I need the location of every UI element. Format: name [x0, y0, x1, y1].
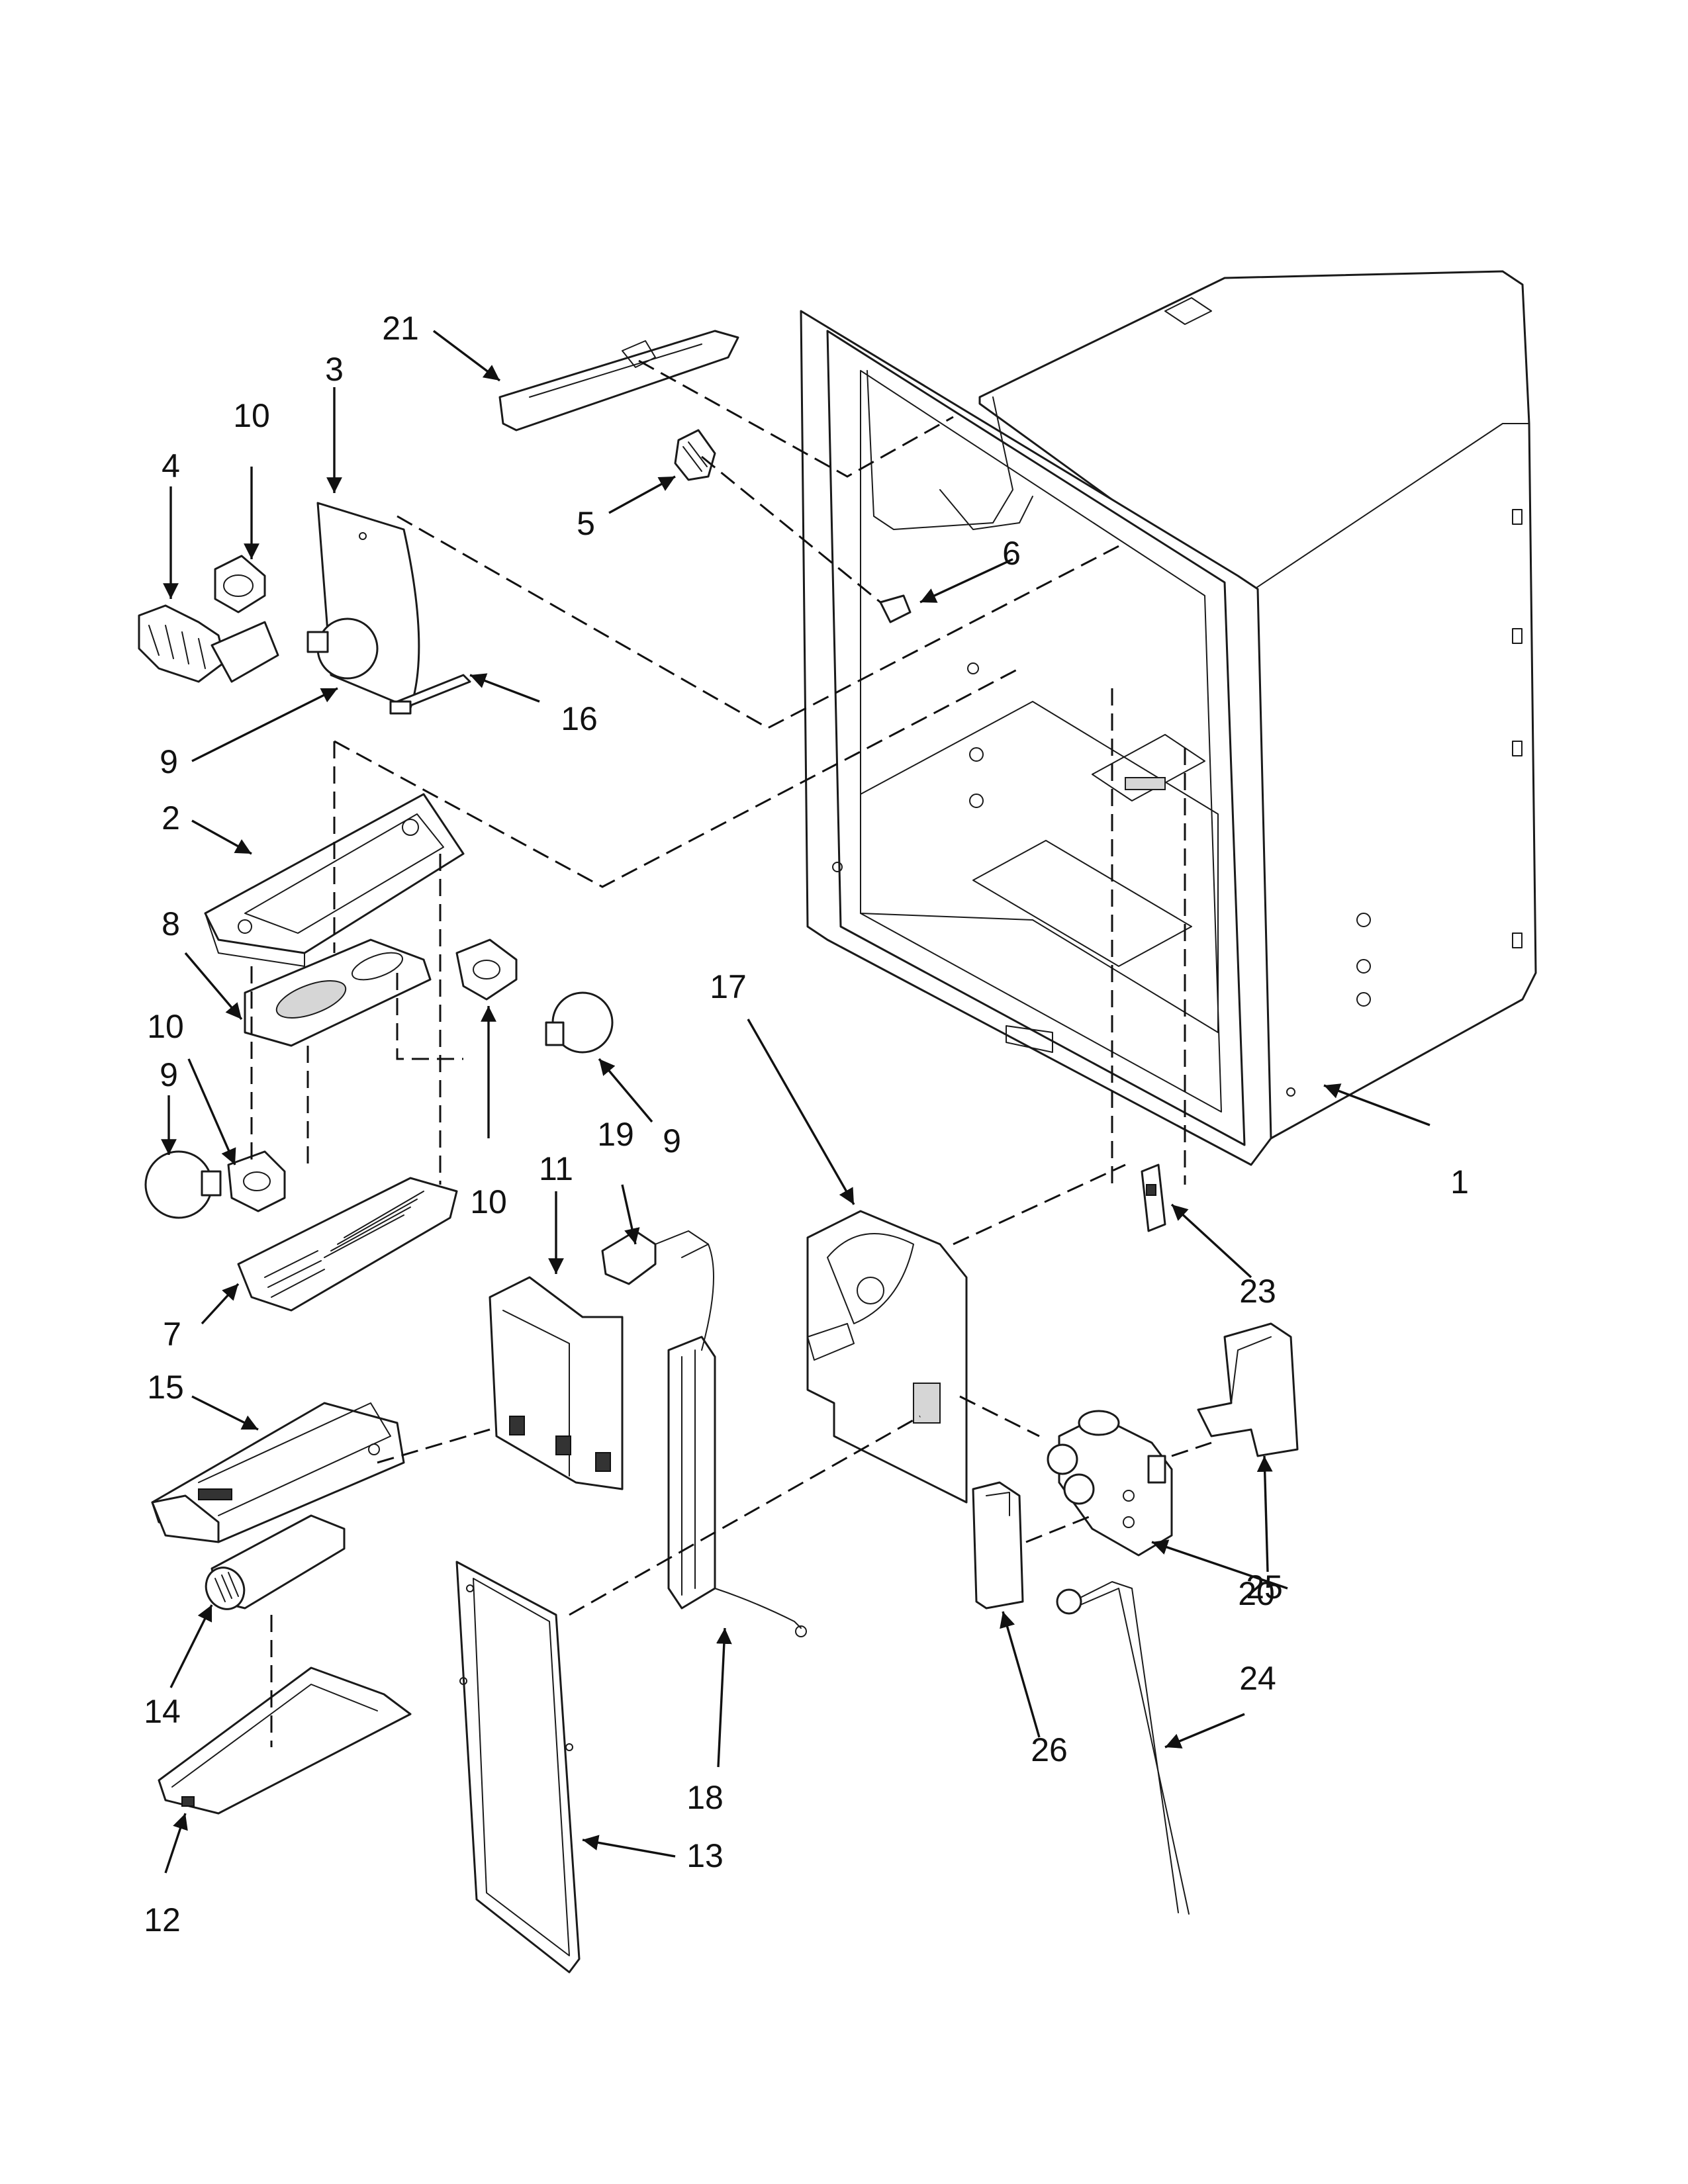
callout-9-upper: 9 [160, 743, 178, 780]
part-3-insulation-sheet [316, 502, 420, 709]
callout-5: 5 [577, 505, 595, 542]
part-10-socket-left [227, 1150, 286, 1212]
part-5-damper [674, 429, 716, 481]
callout-10-left: 10 [147, 1008, 184, 1045]
part-10-socket-right [455, 938, 518, 1001]
callout-3: 3 [325, 351, 344, 388]
part-6-clip [879, 594, 912, 623]
part-26-clip-bracket [972, 1481, 1024, 1610]
assembly-lines [250, 359, 1212, 1747]
callout-4: 4 [162, 447, 180, 484]
callout-15: 15 [147, 1369, 184, 1406]
callout-17: 17 [710, 968, 747, 1005]
callout-19: 19 [597, 1116, 634, 1153]
callout-10-right: 10 [470, 1183, 507, 1220]
callout-11: 11 [539, 1150, 573, 1187]
callout-24: 24 [1239, 1660, 1276, 1697]
part-24-water-tube [1056, 1581, 1190, 1915]
callout-14: 14 [144, 1693, 181, 1730]
part-14-water-filter [205, 1514, 346, 1610]
part-20-water-valve [1047, 1410, 1173, 1557]
part-21-duct-cover [498, 330, 739, 432]
part-8-reflector [244, 938, 432, 1047]
callout-23: 23 [1239, 1273, 1276, 1310]
part-18-tube-assembly [667, 1244, 807, 1637]
callout-7: 7 [163, 1316, 181, 1353]
callout-21: 21 [382, 310, 419, 347]
part-15-filter-housing [151, 1402, 405, 1543]
callout-9-left: 9 [160, 1056, 178, 1093]
part-4-lamp-shield [138, 604, 279, 683]
callout-8: 8 [162, 905, 180, 942]
callout-12: 12 [144, 1901, 181, 1938]
callout-20: 20 [1238, 1575, 1275, 1612]
callout-18: 18 [686, 1779, 724, 1816]
part-19-sensor-plug [601, 1230, 709, 1285]
part-25-valve-bracket [1197, 1322, 1299, 1457]
callout-9-right: 9 [663, 1122, 681, 1160]
part-12-filter-tray [158, 1666, 412, 1815]
part-11-housing-bracket [489, 1276, 624, 1490]
part-23-switch [1141, 1163, 1166, 1232]
callout-13: 13 [686, 1837, 724, 1874]
part-9-bulb-left [144, 1150, 222, 1219]
callout-10-upper: 10 [233, 397, 270, 434]
part-10-socket-upper [214, 555, 266, 614]
callout-leaders [161, 330, 1430, 1874]
callout-26: 26 [1031, 1731, 1068, 1768]
part-17-dispenser-mount [806, 1210, 968, 1504]
part-7-lens-cover [237, 1177, 458, 1312]
callout-2: 2 [162, 799, 180, 837]
part-1-liner-cabinet [800, 270, 1537, 1166]
callout-labels: 1 2 3 4 5 6 7 8 9 9 9 10 10 10 11 12 13 … [144, 310, 1469, 1938]
callout-16: 16 [561, 700, 598, 737]
callout-25: 25 [1246, 1569, 1283, 1606]
callout-1: 1 [1450, 1163, 1469, 1201]
callout-6: 6 [1002, 535, 1021, 572]
part-9-bulb-upper [306, 617, 379, 680]
part-13-front-panel [455, 1561, 581, 1974]
part-9-bulb-right [545, 991, 614, 1054]
